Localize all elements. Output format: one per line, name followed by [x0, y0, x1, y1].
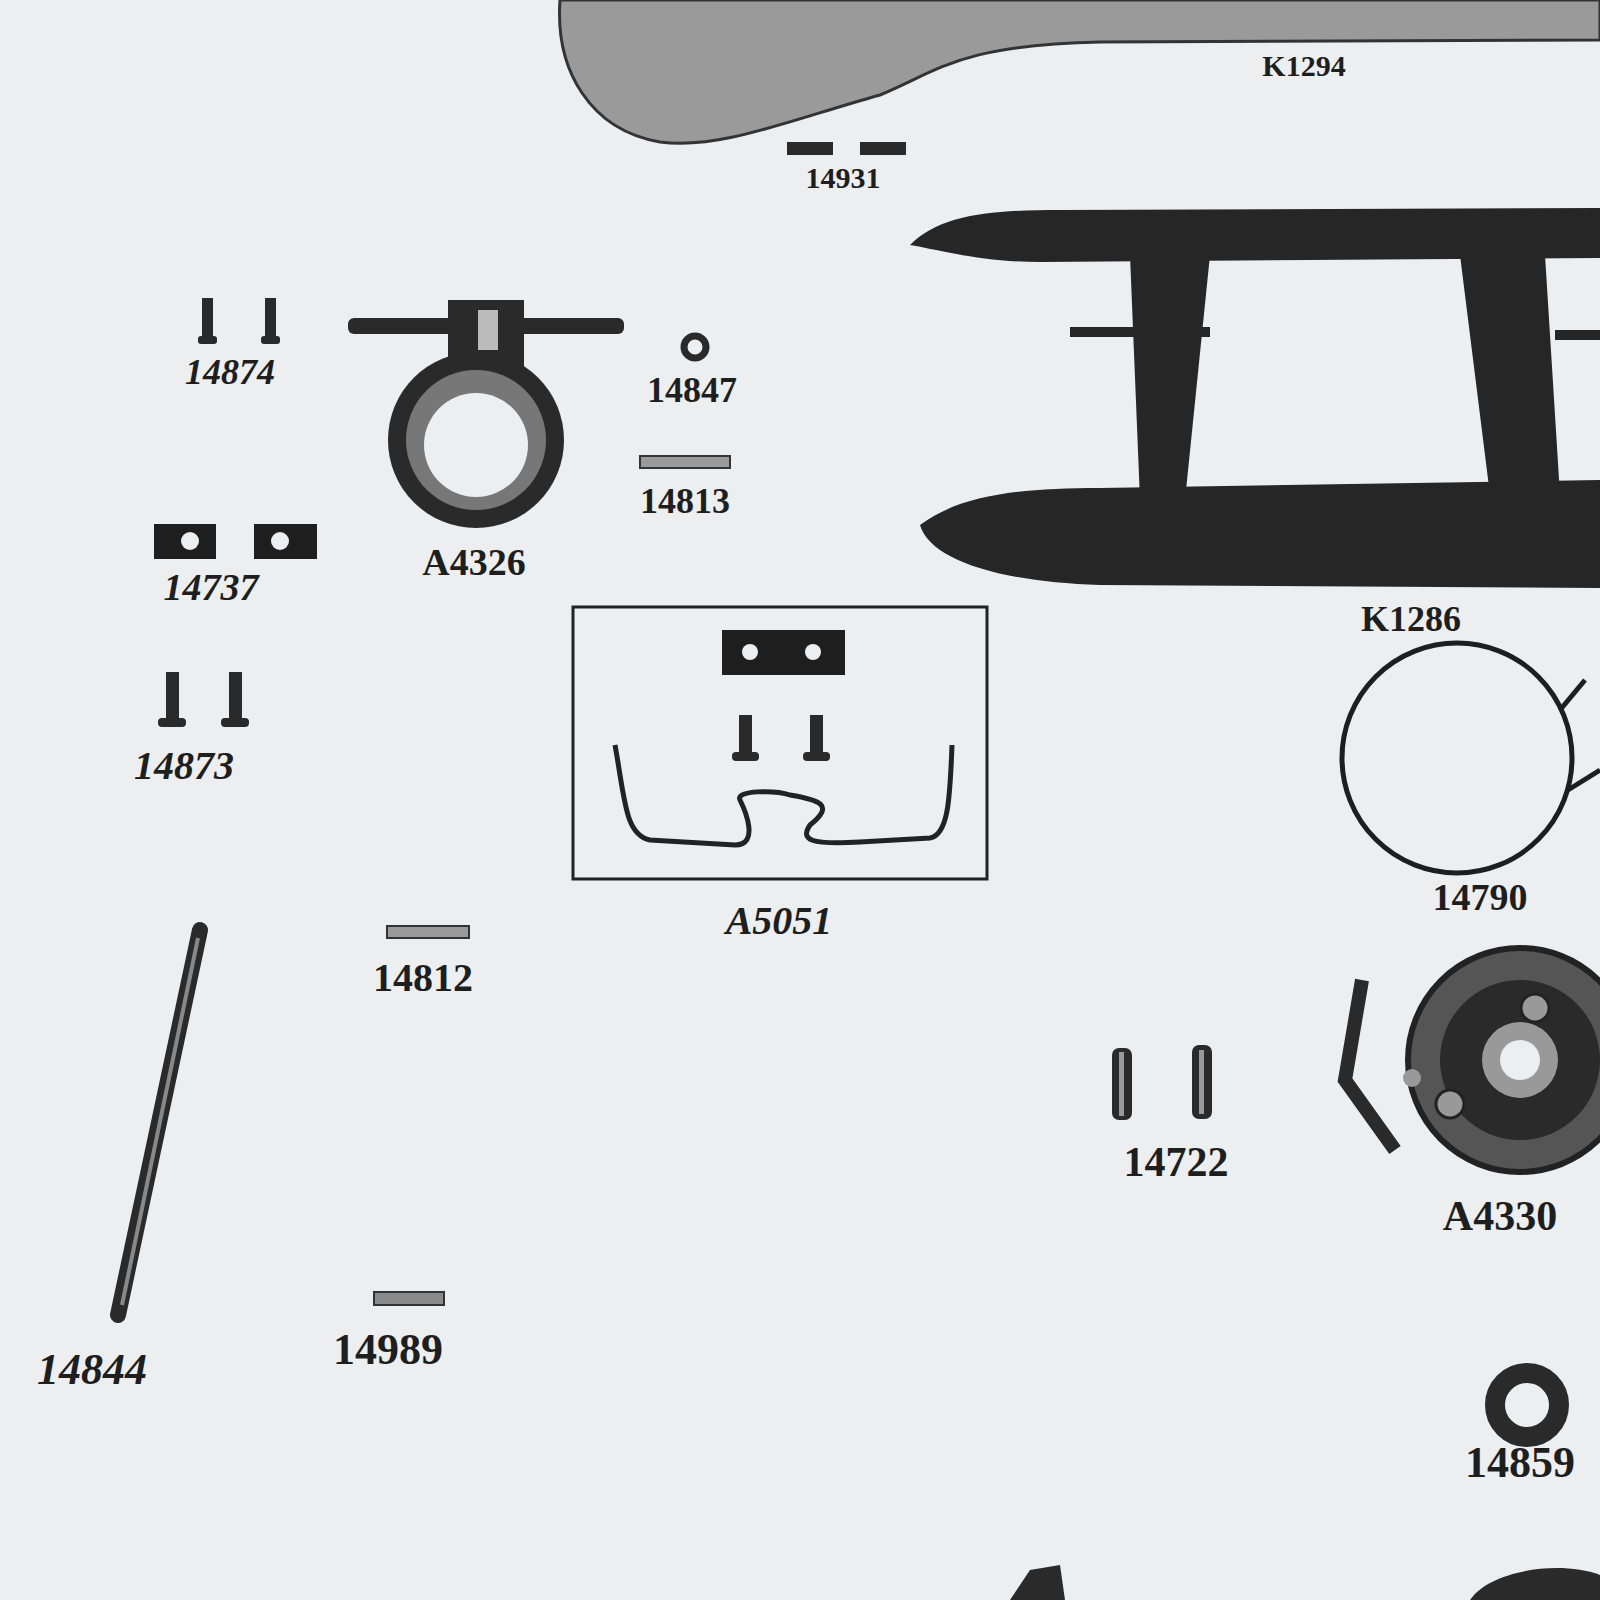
spring-kit: [573, 607, 987, 879]
screw-part: [198, 298, 280, 344]
part-number: 14812: [373, 958, 473, 998]
plate-part: [154, 524, 317, 559]
part-number: K1294: [1262, 51, 1345, 81]
part-number: K1286: [1361, 601, 1461, 637]
part-number: 14722: [1124, 1141, 1229, 1183]
part-number: A5051: [726, 901, 833, 941]
clip-part: [860, 142, 906, 155]
clip-part: [787, 142, 833, 155]
rod-part: [122, 938, 198, 1305]
pin-part: [374, 1292, 444, 1305]
part-number: 14873: [134, 746, 234, 786]
partial-part: [1470, 1568, 1600, 1600]
ring-bracket-part: [348, 300, 624, 528]
washer-part: [1495, 1373, 1559, 1437]
part-number: 14847: [647, 372, 737, 408]
handle-part: [910, 208, 1600, 588]
pin-part: [640, 456, 730, 468]
part-number: 14737: [164, 568, 259, 606]
pin-part: [387, 926, 469, 938]
washer-part: [684, 336, 706, 358]
hub-part: [1345, 948, 1600, 1172]
part-number: A4330: [1443, 1195, 1557, 1237]
part-number: 14859: [1465, 1441, 1575, 1485]
seat-part: [560, 0, 1600, 143]
screw-part: [158, 672, 249, 727]
part-number: 14874: [185, 354, 275, 390]
rod-part: [118, 930, 200, 1315]
part-number: 14931: [806, 163, 881, 193]
part-number: 14844: [37, 1348, 147, 1392]
part-number: 14813: [640, 483, 730, 519]
part-number: 14790: [1433, 878, 1528, 916]
part-number: 14989: [333, 1328, 443, 1372]
pin-part: [1112, 1045, 1212, 1120]
part-number: A4326: [422, 543, 525, 581]
partial-part: [1010, 1565, 1065, 1600]
ring-part: [1342, 643, 1600, 873]
